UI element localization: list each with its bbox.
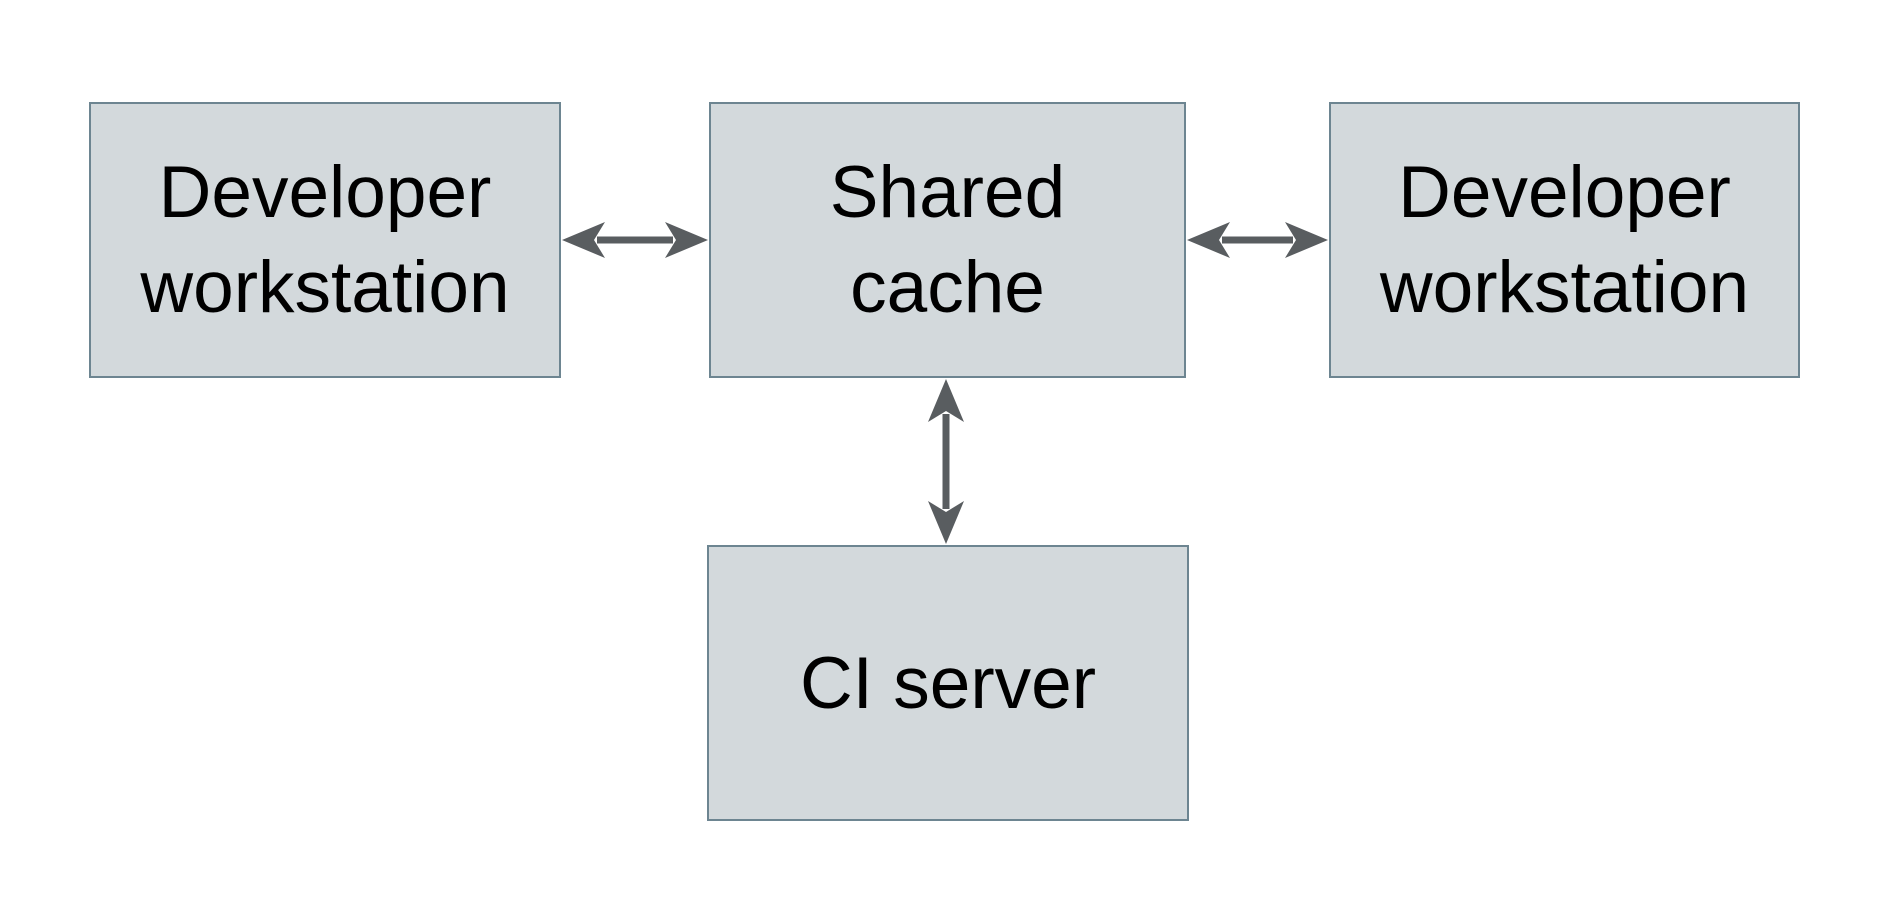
node-shared-cache-label: Shared cache — [829, 152, 1066, 328]
node-developer-workstation-right: Developer workstation — [1329, 102, 1800, 378]
node-ci-server: CI server — [707, 545, 1189, 821]
arrow-shared-cache-right-workstation — [1187, 222, 1328, 258]
node-shared-cache: Shared cache — [709, 102, 1186, 378]
node-developer-workstation-left-label: Developer workstation — [140, 152, 510, 328]
arrow-shared-cache-ci-server — [928, 379, 964, 544]
arrow-left-workstation-shared-cache — [562, 222, 708, 258]
node-developer-workstation-left: Developer workstation — [89, 102, 561, 378]
node-ci-server-label: CI server — [799, 642, 1097, 724]
node-developer-workstation-right-label: Developer workstation — [1379, 152, 1750, 328]
